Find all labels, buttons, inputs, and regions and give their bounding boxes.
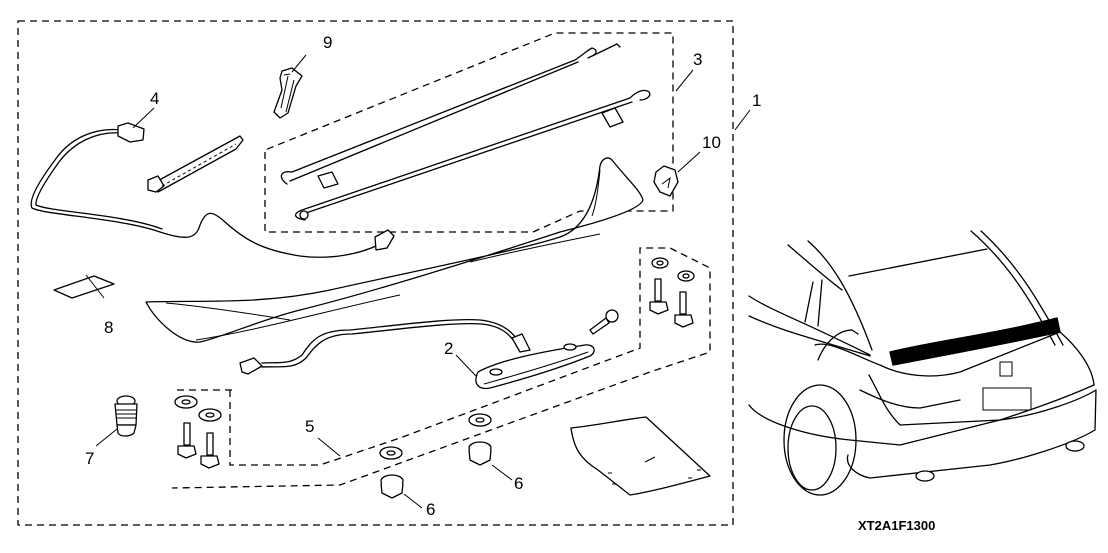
- callout-4: 4: [150, 89, 159, 108]
- callout-3: 3: [693, 50, 702, 69]
- car-rear-illustration: [748, 230, 1097, 496]
- clip-part: [653, 165, 679, 197]
- callout-leaders: [85, 54, 751, 509]
- support-rods-part: [280, 43, 651, 221]
- callout-5: 5: [305, 417, 314, 436]
- adhesive-pad-part: [53, 275, 115, 299]
- hardware-group-boundary: [171, 247, 711, 489]
- template-sheet-part: [570, 416, 711, 496]
- bolt-washer-group-right: [649, 257, 695, 328]
- callout-10: 10: [702, 133, 721, 152]
- callout-9: 9: [323, 33, 332, 52]
- callout-6-upper: 6: [514, 474, 523, 493]
- brake-light-wire-part: [239, 319, 531, 375]
- bolt-washer-group-left: [174, 395, 222, 469]
- callout-7: 7: [85, 449, 94, 468]
- wire-harness-part: [30, 122, 395, 258]
- screw-part: [589, 309, 619, 335]
- brake-light-part: [475, 343, 595, 390]
- illustration-code: XT2A1F1300: [858, 518, 935, 533]
- grommet-part: [114, 395, 138, 437]
- callout-6-lower: 6: [426, 500, 435, 519]
- callout-2: 2: [444, 339, 453, 358]
- kit-boundary: [17, 20, 734, 526]
- callout-8: 8: [104, 318, 113, 337]
- spoiler-part: [145, 157, 644, 343]
- nut-washer-set: [379, 413, 492, 499]
- cable-tie-part: [147, 135, 244, 193]
- callout-1: 1: [752, 91, 761, 110]
- connector-part: [273, 67, 303, 119]
